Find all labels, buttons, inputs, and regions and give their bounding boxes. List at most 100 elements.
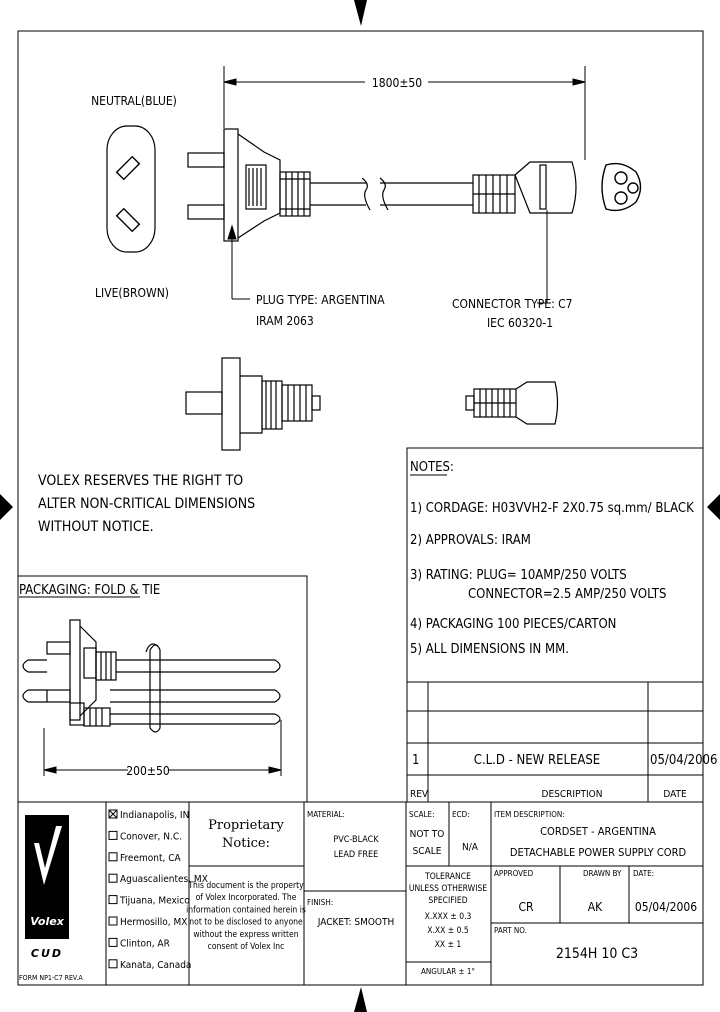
- scale-value-1: NOT TO: [410, 829, 445, 840]
- location-checkbox: [108, 916, 118, 926]
- notice-line: consent of Volex Inc: [208, 942, 285, 952]
- connector-type-line2: IEC 60320-1: [487, 316, 553, 330]
- location-label: Hermosillo, MX: [120, 917, 187, 928]
- item-description-label: ITEM DESCRIPTION:: [494, 810, 565, 819]
- part-number-label: PART NO.: [494, 926, 527, 935]
- notice-line: This document is the property: [187, 881, 304, 891]
- logo-word: Volex: [30, 915, 65, 928]
- plug-side-view: [185, 357, 321, 451]
- note-3a: 3) RATING: PLUG= 10AMP/250 VOLTS: [410, 568, 627, 583]
- scale-label: SCALE:: [409, 810, 435, 819]
- location-checkbox: [108, 830, 118, 840]
- packaging-dimension: [43, 720, 282, 776]
- notice-line: not to be disclosed to anyone: [189, 918, 303, 928]
- plug-top-view: [187, 128, 473, 242]
- location-checkbox: [108, 873, 118, 883]
- approved-label: APPROVED: [494, 869, 534, 878]
- volex-logo: Volex CUD: [25, 815, 69, 960]
- tolerance-line: XX ± 1: [435, 940, 462, 950]
- ecd-value: N/A: [462, 842, 479, 853]
- note-1: 1) CORDAGE: H03VVH2-F 2X0.75 sq.mm/ BLAC…: [410, 501, 694, 516]
- connector-type-leader: [537, 210, 551, 304]
- location-label: Kanata, Canada: [120, 960, 191, 971]
- notice-line: information contained herein is: [186, 905, 306, 915]
- finish-value: JACKET: SMOOTH: [317, 917, 395, 928]
- location-label: Conover, N.C.: [120, 831, 182, 842]
- angular-tolerance: ANGULAR ± 1°: [421, 967, 475, 976]
- location-label: Tijuana, Mexico: [119, 896, 190, 907]
- item-description-1: CORDSET - ARGENTINA: [540, 825, 656, 838]
- center-mark-right: [707, 494, 720, 520]
- checkbox-check-icon: [108, 809, 118, 819]
- packaging-dimension-label: 200±50: [126, 764, 170, 778]
- revision-header-rev: REV: [410, 789, 429, 800]
- note-3b: CONNECTOR=2.5 AMP/250 VOLTS: [468, 587, 666, 602]
- plug-type-line1: PLUG TYPE: ARGENTINA: [256, 293, 385, 307]
- connector-face-view: [601, 162, 642, 212]
- ecd-label: ECD:: [452, 810, 470, 819]
- location-checkbox: [108, 809, 118, 819]
- location-checkbox: [108, 937, 118, 947]
- material-value-1: PVC-BLACK: [333, 835, 379, 845]
- plug-front-view: [106, 125, 156, 253]
- center-mark-left: [0, 494, 13, 520]
- revision-number: 1: [412, 753, 419, 768]
- location-label: Freemont, CA: [120, 853, 181, 864]
- live-label: LIVE(BROWN): [95, 286, 169, 300]
- material-value-2: LEAD FREE: [334, 850, 378, 860]
- packaging-drawing: [22, 619, 281, 733]
- drawn-by-value: AK: [588, 900, 603, 914]
- item-description-2: DETACHABLE POWER SUPPLY CORD: [510, 846, 687, 859]
- proprietary-notice-text: This document is the property of Volex In…: [186, 881, 306, 952]
- connector-side-view: [465, 381, 559, 425]
- plug-type-line2: IRAM 2063: [256, 314, 314, 328]
- center-mark-bottom: [354, 987, 367, 1012]
- notes-title: NOTES:: [410, 460, 454, 475]
- tolerance-block: TOLERANCE UNLESS OTHERWISE SPECIFIED X.XXX …: [409, 872, 487, 950]
- approved-value: CR: [518, 900, 534, 914]
- finish-label: FINISH:: [307, 898, 333, 907]
- revision-description: C.L.D - NEW RELEASE: [474, 753, 600, 768]
- material-label: MATERIAL:: [307, 810, 345, 819]
- date-label: DATE:: [633, 869, 654, 878]
- connector-type-line1: CONNECTOR TYPE: C7: [452, 297, 573, 311]
- tolerance-line: X.XX ± 0.5: [427, 926, 469, 936]
- reserve-line3: WITHOUT NOTICE.: [38, 519, 154, 535]
- date-value: 05/04/2006: [635, 900, 697, 914]
- title-block-grid: [18, 801, 703, 985]
- tolerance-line: TOLERANCE: [424, 872, 471, 882]
- plug-type-leader: [227, 224, 250, 300]
- length-dimension-label: 1800±50: [372, 76, 422, 90]
- location-label: Clinton, AR: [120, 938, 170, 949]
- revision-header-description: DESCRIPTION: [542, 789, 603, 800]
- tolerance-line: X.XXX ± 0.3: [425, 912, 472, 922]
- part-number-value: 2154H 10 C3: [556, 946, 638, 962]
- tolerance-line: SPECIFIED: [428, 896, 467, 906]
- tolerance-line: UNLESS OTHERWISE: [409, 884, 487, 894]
- revision-date: 05/04/2006: [650, 753, 717, 768]
- location-checkbox: [108, 959, 118, 969]
- revision-header-date: DATE: [663, 789, 687, 800]
- logo-sub: CUD: [31, 947, 63, 960]
- location-label: Aguascalientes, MX: [120, 874, 208, 885]
- proprietary-title-2: Notice:: [222, 836, 270, 851]
- reserve-line1: VOLEX RESERVES THE RIGHT TO: [38, 473, 243, 489]
- revision-table: [407, 681, 703, 802]
- neutral-label: NEUTRAL(BLUE): [91, 94, 177, 108]
- center-mark-top: [354, 0, 367, 26]
- notice-line: of Volex Incorporated. The: [196, 893, 297, 903]
- location-checkbox: [108, 852, 118, 862]
- connector-top-view: [472, 161, 577, 214]
- drawn-by-label: DRAWN BY: [583, 869, 622, 878]
- note-2: 2) APPROVALS: IRAM: [410, 533, 531, 548]
- length-dimension: [223, 66, 586, 160]
- packaging-title: PACKAGING: FOLD & TIE: [19, 583, 160, 598]
- form-number: FORM NP1-C7 REV.A: [19, 974, 83, 982]
- note-5: 5) ALL DIMENSIONS IN MM.: [410, 642, 569, 657]
- proprietary-title-1: Proprietary: [208, 818, 284, 833]
- scale-value-2: SCALE: [413, 846, 442, 857]
- note-4: 4) PACKAGING 100 PIECES/CARTON: [410, 617, 616, 632]
- notice-line: without the express written: [193, 930, 298, 940]
